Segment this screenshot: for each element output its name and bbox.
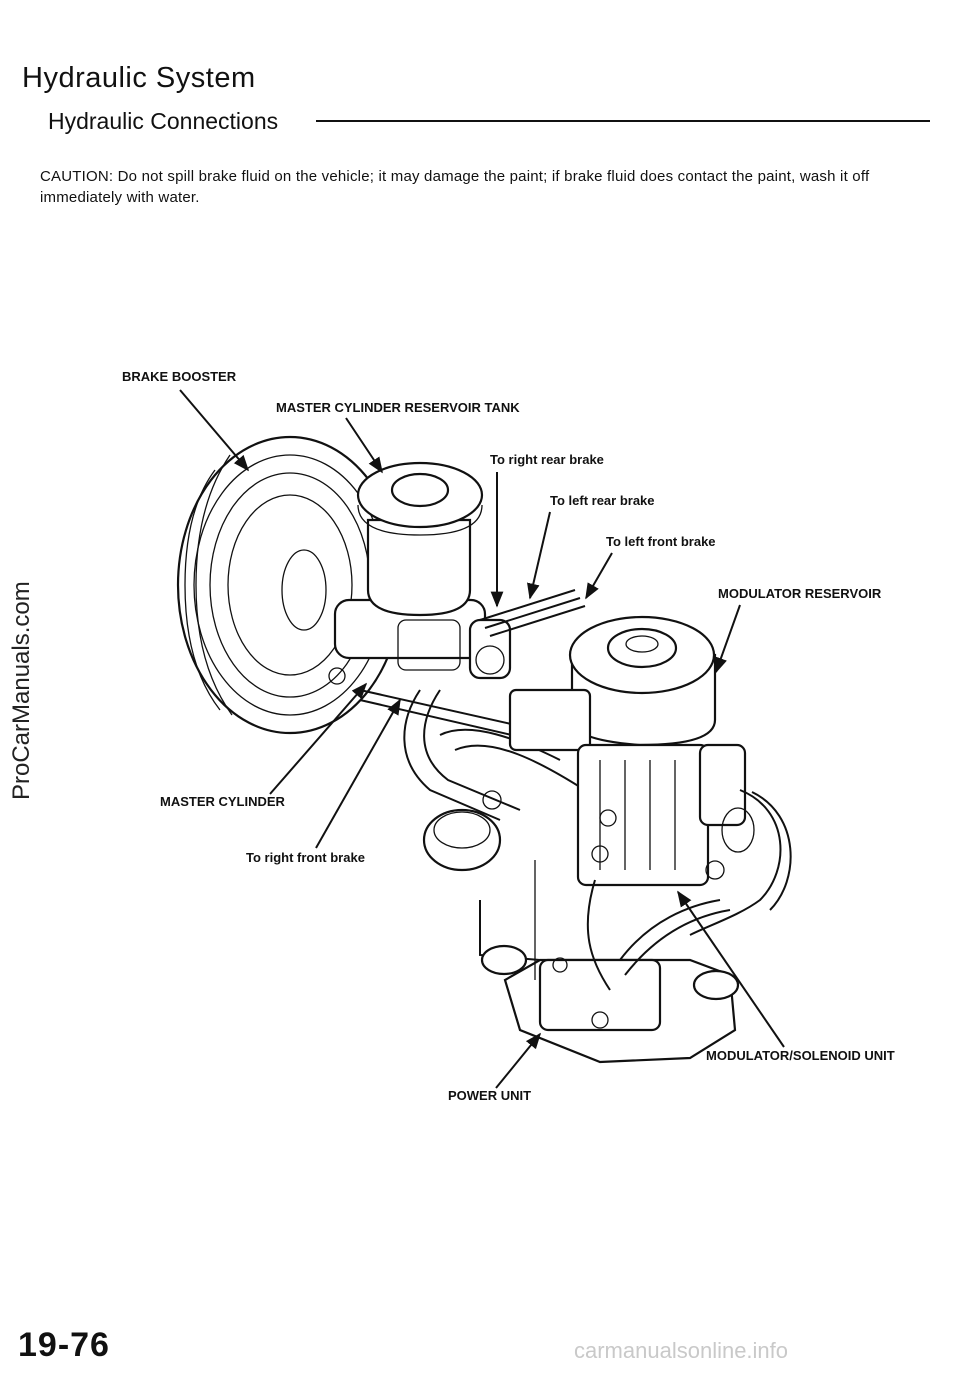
side-watermark: ProCarManuals.com [8,581,35,800]
label-brake-booster: BRAKE BOOSTER [122,369,237,384]
leader-lines [179,389,785,1089]
label-to-left-front-brake: To left front brake [606,534,716,549]
label-to-right-rear-brake: To right rear brake [490,452,604,467]
label-modulator-reservoir: MODULATOR RESERVOIR [718,586,882,601]
accumulator-drawing [422,808,502,872]
modulator-reservoir-drawing [568,615,717,747]
brake-booster-drawing [176,435,404,735]
caution-text: CAUTION: Do not spill brake fluid on the… [40,168,870,206]
section-subtitle: Hydraulic Connections [48,108,279,134]
page-number: 19-76 [18,1326,110,1364]
page-title: Hydraulic System [22,62,256,94]
label-to-left-rear-brake: To left rear brake [550,493,655,508]
label-power-unit: POWER UNIT [448,1088,531,1103]
modulator-solenoid-unit-drawing [482,688,792,936]
footer-watermark: carmanualsonline.info [574,1338,789,1363]
label-master-cylinder: MASTER CYLINDER [160,794,286,809]
label-modulator-solenoid-unit: MODULATOR/SOLENOID UNIT [706,1048,895,1063]
subtitle-rule [316,120,930,122]
master-cylinder-drawing [333,598,512,680]
label-master-cylinder-reservoir-tank: MASTER CYLINDER RESERVOIR TANK [276,400,520,415]
label-to-right-front-brake: To right front brake [246,850,365,865]
power-unit-drawing [479,860,740,1064]
master-cylinder-reservoir-drawing [356,461,484,617]
